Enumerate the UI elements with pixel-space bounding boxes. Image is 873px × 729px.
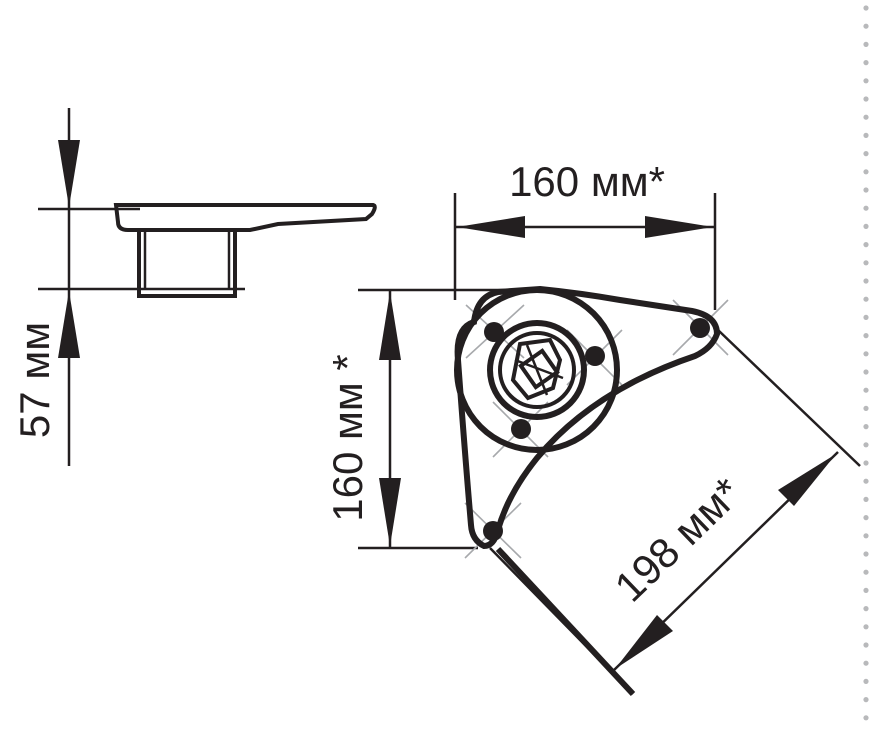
left-height-label: 160 мм * xyxy=(324,354,371,522)
border-dot xyxy=(863,424,869,430)
border-dot xyxy=(863,387,869,393)
side-height-label: 57 мм xyxy=(11,322,58,438)
border-dot xyxy=(863,96,869,102)
border-dot xyxy=(863,587,869,594)
top-view: 160 мм* 160 мм * 198 мм* xyxy=(324,158,861,697)
border-dot xyxy=(863,333,869,339)
border-dot xyxy=(863,169,869,175)
border-dot xyxy=(863,515,869,521)
border-dot xyxy=(863,114,869,120)
border-dot xyxy=(863,660,869,666)
border-dot xyxy=(863,606,869,612)
border-dot xyxy=(863,5,869,11)
border-dot xyxy=(863,23,869,29)
border-dot xyxy=(863,41,869,48)
swivel-inner-ring xyxy=(498,331,576,409)
border-dot xyxy=(863,715,869,721)
diagonal-right-extension-line xyxy=(717,329,861,467)
border-dot xyxy=(863,551,869,557)
border-dot xyxy=(863,205,869,211)
left-height-arrow-bottom xyxy=(379,478,401,546)
border-dot xyxy=(863,132,869,138)
diagonal-arrow-top xyxy=(778,454,836,506)
dotted-border xyxy=(863,5,869,721)
border-dot xyxy=(863,624,869,630)
border-dot xyxy=(863,60,869,66)
border-dot xyxy=(863,187,869,193)
swivel-ring xyxy=(487,320,587,420)
border-dot xyxy=(863,296,869,302)
border-dot xyxy=(863,460,869,466)
border-dot xyxy=(863,405,869,411)
arm-edge xyxy=(495,546,636,697)
border-dot xyxy=(863,223,869,229)
border-dot xyxy=(863,369,869,375)
border-dot xyxy=(863,478,869,484)
left-height-arrow-top xyxy=(379,292,401,360)
diagonal-arrow-bottom xyxy=(615,615,673,669)
border-dot xyxy=(863,642,869,648)
border-dot xyxy=(863,533,869,539)
top-width-arrow-left xyxy=(457,216,525,238)
border-dot xyxy=(863,569,869,575)
border-dot xyxy=(863,78,869,84)
screw-hole xyxy=(484,322,504,342)
side-arrow-down xyxy=(58,140,80,207)
screw-hole xyxy=(511,419,531,439)
border-dot xyxy=(863,242,869,248)
top-width-arrow-right xyxy=(645,216,713,238)
border-dot xyxy=(863,314,869,320)
mount-plate-top xyxy=(454,285,721,550)
mount-plate-side xyxy=(113,203,377,232)
border-dot xyxy=(863,496,869,502)
border-dot xyxy=(863,697,869,703)
corner-screw-hole xyxy=(690,318,710,338)
mount-disc xyxy=(454,287,620,453)
side-view: 57 мм xyxy=(11,108,377,466)
border-dot xyxy=(863,278,869,284)
border-dot xyxy=(863,260,869,266)
screw-hole xyxy=(585,346,605,366)
border-dot xyxy=(863,442,869,448)
mount-body-side xyxy=(137,228,237,298)
side-arrow-up xyxy=(58,291,80,358)
swivel-hub xyxy=(510,337,564,401)
diagonal-label: 198 мм* xyxy=(606,469,751,611)
corner-screw-hole xyxy=(483,521,503,541)
top-width-label: 160 мм* xyxy=(509,158,665,205)
border-dot xyxy=(863,678,869,685)
border-dot xyxy=(863,151,869,157)
border-dot xyxy=(863,351,869,357)
